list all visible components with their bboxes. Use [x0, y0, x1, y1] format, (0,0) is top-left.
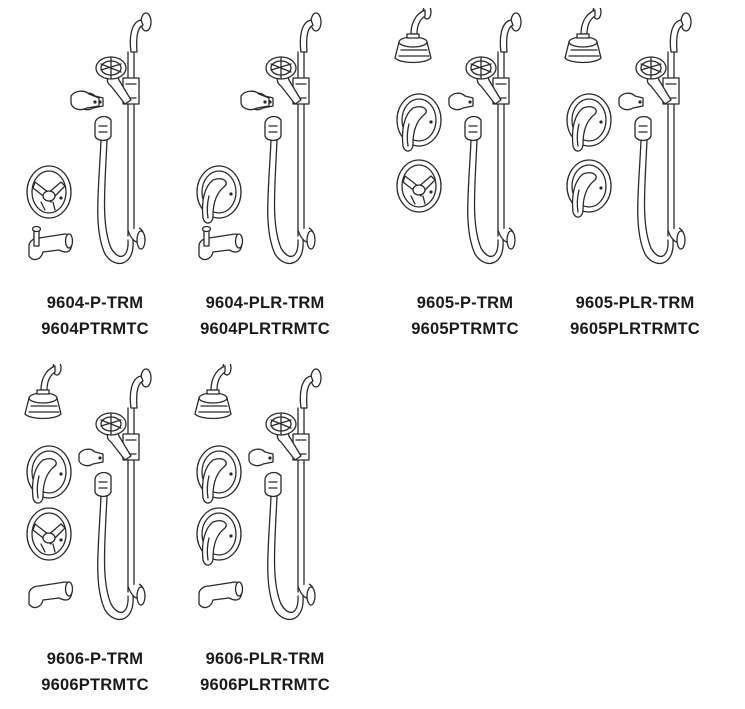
model-number: 9605-PLR-TRM	[575, 294, 695, 312]
hand-shower-bar	[662, 12, 692, 250]
diverter-handle	[448, 92, 474, 111]
showerhead	[564, 8, 602, 64]
model-code: 9605PLRTRMTC	[570, 320, 700, 338]
model-number: 9604-PLR-TRM	[205, 294, 325, 312]
product-kit: 9606-P-TRM 9606PTRMTC	[5, 364, 185, 709]
valve-lever-handle	[196, 165, 242, 224]
hose	[97, 139, 134, 264]
diverter-handle	[78, 448, 104, 467]
diverter-lever	[240, 90, 270, 111]
handshower-head	[95, 412, 132, 461]
hose-elbow	[94, 115, 112, 142]
diverter-lever	[70, 90, 100, 111]
tub-spout	[28, 225, 74, 261]
valve-lever-handle	[566, 93, 612, 152]
hose	[637, 139, 674, 264]
hose-elbow	[264, 471, 282, 498]
product-kit: 9604-PLR-TRM 9604PLRTRMTC	[175, 8, 355, 353]
hose-elbow	[464, 115, 482, 142]
tub-spout	[28, 581, 74, 609]
valve-lever-handle-2	[196, 507, 242, 566]
model-code: 9605PTRMTC	[411, 320, 519, 338]
model-number: 9604-P-TRM	[46, 294, 144, 312]
showerhead	[24, 364, 62, 420]
hand-shower-bar	[292, 12, 322, 250]
tub-spout	[198, 225, 244, 261]
valve-knob-handle	[396, 159, 442, 213]
tub-spout	[198, 581, 244, 609]
kit-illustration	[194, 364, 322, 620]
valve-knob-handle	[26, 165, 72, 219]
hand-shower-bar	[492, 12, 522, 250]
product-kit: 9605-PLR-TRM 9605PLRTRMTC	[545, 8, 725, 353]
hose	[97, 495, 134, 620]
hand-shower-bar	[292, 368, 322, 606]
showerhead	[194, 364, 232, 420]
handshower-head	[465, 56, 502, 105]
diverter-handle	[248, 448, 274, 467]
product-kit: 9606-PLR-TRM 9606PLRTRMTC	[175, 364, 355, 709]
hose-elbow	[264, 115, 282, 142]
handshower-head	[95, 56, 132, 105]
handshower-head	[265, 412, 302, 461]
model-number: 9606-PLR-TRM	[205, 650, 325, 668]
kit-illustration	[196, 12, 322, 264]
hose	[467, 139, 504, 264]
showerhead	[394, 8, 432, 64]
product-kit: 9605-P-TRM 9605PTRMTC	[375, 8, 555, 353]
model-code: 9606PTRMTC	[41, 676, 149, 694]
hand-shower-bar	[122, 368, 152, 606]
valve-lever-handle	[196, 445, 242, 504]
valve-lever-handle-2	[566, 159, 612, 218]
model-code: 9604PLRTRMTC	[200, 320, 330, 338]
kit-illustration	[564, 8, 692, 264]
kit-illustration	[26, 12, 152, 264]
product-kit: 9604-P-TRM 9604PTRMTC	[5, 8, 185, 353]
handshower-head	[265, 56, 302, 105]
diverter-handle	[618, 92, 644, 111]
valve-knob-handle	[26, 507, 72, 561]
model-number: 9605-P-TRM	[416, 294, 514, 312]
model-number: 9606-P-TRM	[46, 650, 144, 668]
kit-illustration	[24, 364, 152, 620]
hose-elbow	[634, 115, 652, 142]
hose	[267, 139, 304, 264]
hose-elbow	[94, 471, 112, 498]
hand-shower-bar	[122, 12, 152, 250]
valve-lever-handle	[396, 93, 442, 152]
handshower-head	[635, 56, 672, 105]
valve-lever-handle	[26, 445, 72, 504]
model-code: 9606PLRTRMTC	[200, 676, 330, 694]
hose	[267, 495, 304, 620]
model-code: 9604PTRMTC	[41, 320, 149, 338]
kit-illustration	[394, 8, 522, 264]
